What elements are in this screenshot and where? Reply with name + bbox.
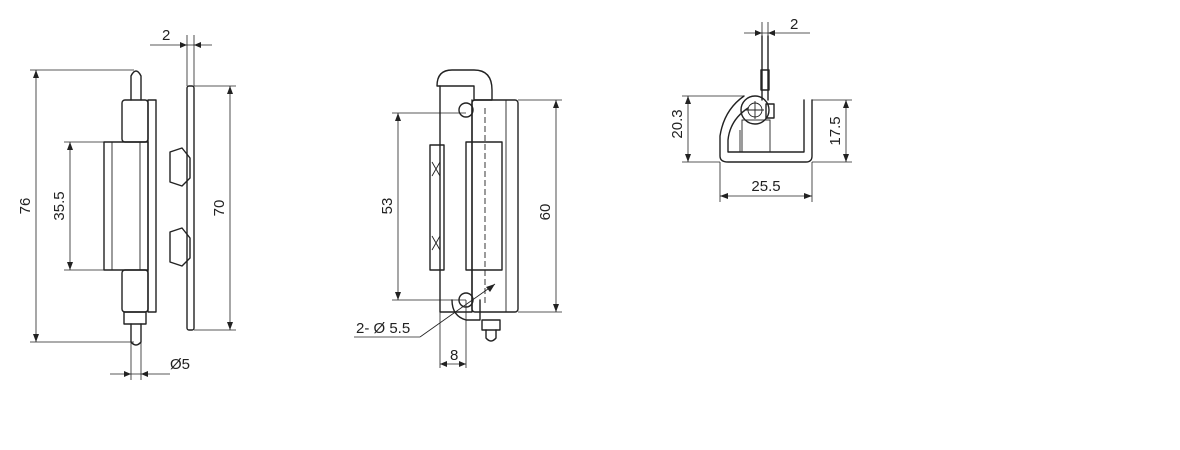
pin-collar — [123, 311, 147, 325]
hinge-body — [471, 99, 519, 313]
leaf-edge — [147, 99, 157, 313]
upper-hole — [458, 102, 474, 118]
top-leaf-tab — [760, 69, 770, 91]
upper-knuckle — [121, 99, 149, 143]
side-dimensions: 53 60 2- Ø 5.5 8 — [354, 99, 562, 368]
side-pin-collar — [481, 319, 501, 331]
boss-lower — [169, 227, 191, 267]
side-boss-strip — [429, 144, 445, 271]
holes-label: 2- Ø 5.5 — [356, 320, 410, 337]
side-pin-end — [485, 329, 497, 342]
leaf-body — [741, 119, 771, 153]
side-leaf — [439, 85, 473, 313]
front-dimensions: 2 76 35.5 70 Ø5 — [17, 27, 236, 380]
right-height-label: 17.5 — [827, 116, 844, 145]
top-thickness-label: 2 — [790, 16, 798, 33]
top-view — [719, 35, 813, 163]
leaf-height-label: 70 — [211, 200, 228, 217]
center-barrel — [103, 141, 149, 271]
width-label: 25.5 — [751, 178, 780, 195]
boss-mark-upper — [431, 161, 441, 177]
mounting-plate — [186, 85, 195, 331]
left-height-label: 20.3 — [669, 109, 686, 138]
top-dimensions: 2 20.3 17.5 25.5 — [669, 16, 852, 202]
boss-upper — [169, 147, 191, 187]
lower-knuckle — [121, 269, 149, 313]
knuckle-length-label: 35.5 — [51, 191, 68, 220]
front-thickness-label: 2 — [162, 27, 170, 44]
pin-cross — [746, 101, 764, 119]
bracket-outer — [719, 95, 813, 163]
hole-spacing-label: 53 — [379, 198, 396, 215]
front-view — [103, 70, 195, 346]
knuckle-tab — [765, 103, 775, 119]
side-barrel — [465, 141, 503, 271]
boss-mark-lower — [431, 235, 441, 251]
side-height-label: 60 — [537, 204, 554, 221]
overall-height-label: 76 — [17, 198, 34, 215]
pin-top — [130, 70, 142, 101]
top-hook — [436, 69, 493, 101]
offset-label: 8 — [450, 347, 458, 364]
bracket-inner — [727, 99, 805, 153]
knuckle-circle — [740, 95, 770, 125]
pin-diameter-label: Ø5 — [170, 356, 190, 373]
